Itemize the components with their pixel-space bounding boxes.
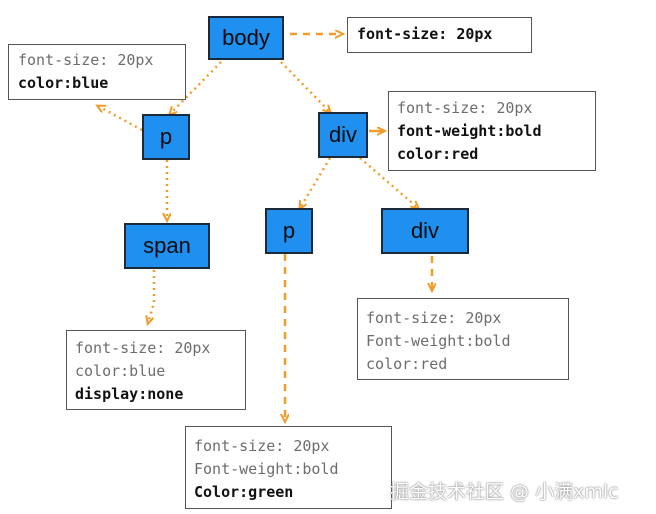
div-child-style-box: font-size: 20px Font-weight:bold color:r…	[357, 298, 569, 380]
span-style-box: font-size: 20px color:blue display:none	[66, 330, 246, 410]
span-style-color: color:blue	[75, 362, 166, 380]
p-style-font-size: font-size: 20px	[18, 51, 154, 69]
div-style-box: font-size: 20px font-weight:bold color:r…	[388, 91, 596, 171]
node-body: body	[208, 16, 284, 60]
p-child-style-box: font-size: 20px Font-weight:bold Color:g…	[185, 426, 392, 509]
div-style-font-size: font-size: 20px	[397, 99, 533, 117]
node-p-child: p	[265, 208, 313, 254]
node-div: div	[318, 112, 368, 158]
pointer-span-style	[148, 270, 156, 323]
div-style-font-weight: font-weight:bold	[397, 122, 542, 140]
div-child-style-color: color:red	[366, 355, 448, 373]
p-style-box: font-size: 20px color:blue	[8, 44, 186, 100]
body-style-font-size: font-size: 20px	[357, 25, 493, 43]
span-style-display: display:none	[75, 385, 184, 403]
div-child-style-font-size: font-size: 20px	[366, 309, 502, 327]
body-style-box: font-size: 20px	[347, 17, 532, 53]
p-child-style-font-size: font-size: 20px	[194, 437, 330, 455]
node-span: span	[124, 223, 210, 269]
span-style-font-size: font-size: 20px	[75, 339, 211, 357]
edge-body-to-div	[280, 61, 330, 112]
p-child-style-color: Color:green	[194, 483, 294, 501]
node-div-child: div	[381, 208, 469, 254]
node-p: p	[142, 114, 190, 160]
pointer-p-style	[98, 106, 143, 132]
div-child-style-font-weight: Font-weight:bold	[366, 332, 511, 350]
watermark: 掘金技术社区 @ 小满xmlc	[390, 481, 619, 503]
div-style-color: color:red	[397, 145, 479, 163]
p-child-style-font-weight: Font-weight:bold	[194, 460, 339, 478]
edge-div-to-p	[300, 157, 332, 208]
p-style-color: color:blue	[18, 74, 109, 92]
